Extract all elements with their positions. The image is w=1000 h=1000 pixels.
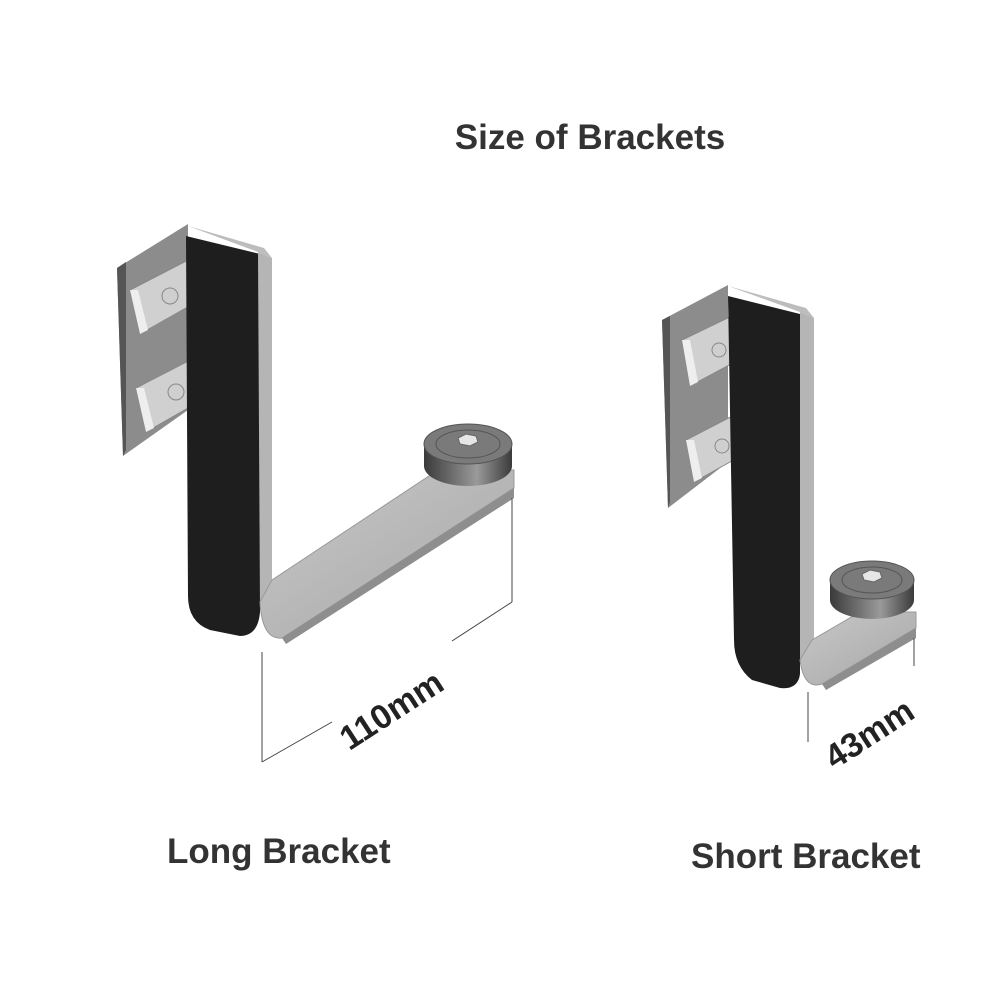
short-dimension-lines xyxy=(807,638,915,742)
long-dimension-lines xyxy=(261,498,513,763)
short-bracket-label: Short Bracket xyxy=(691,837,921,876)
page-title: Size of Brackets xyxy=(454,118,726,157)
short-bracket-icon xyxy=(662,285,917,690)
long-bracket-label: Long Bracket xyxy=(167,832,391,871)
long-bracket-icon xyxy=(117,224,515,644)
